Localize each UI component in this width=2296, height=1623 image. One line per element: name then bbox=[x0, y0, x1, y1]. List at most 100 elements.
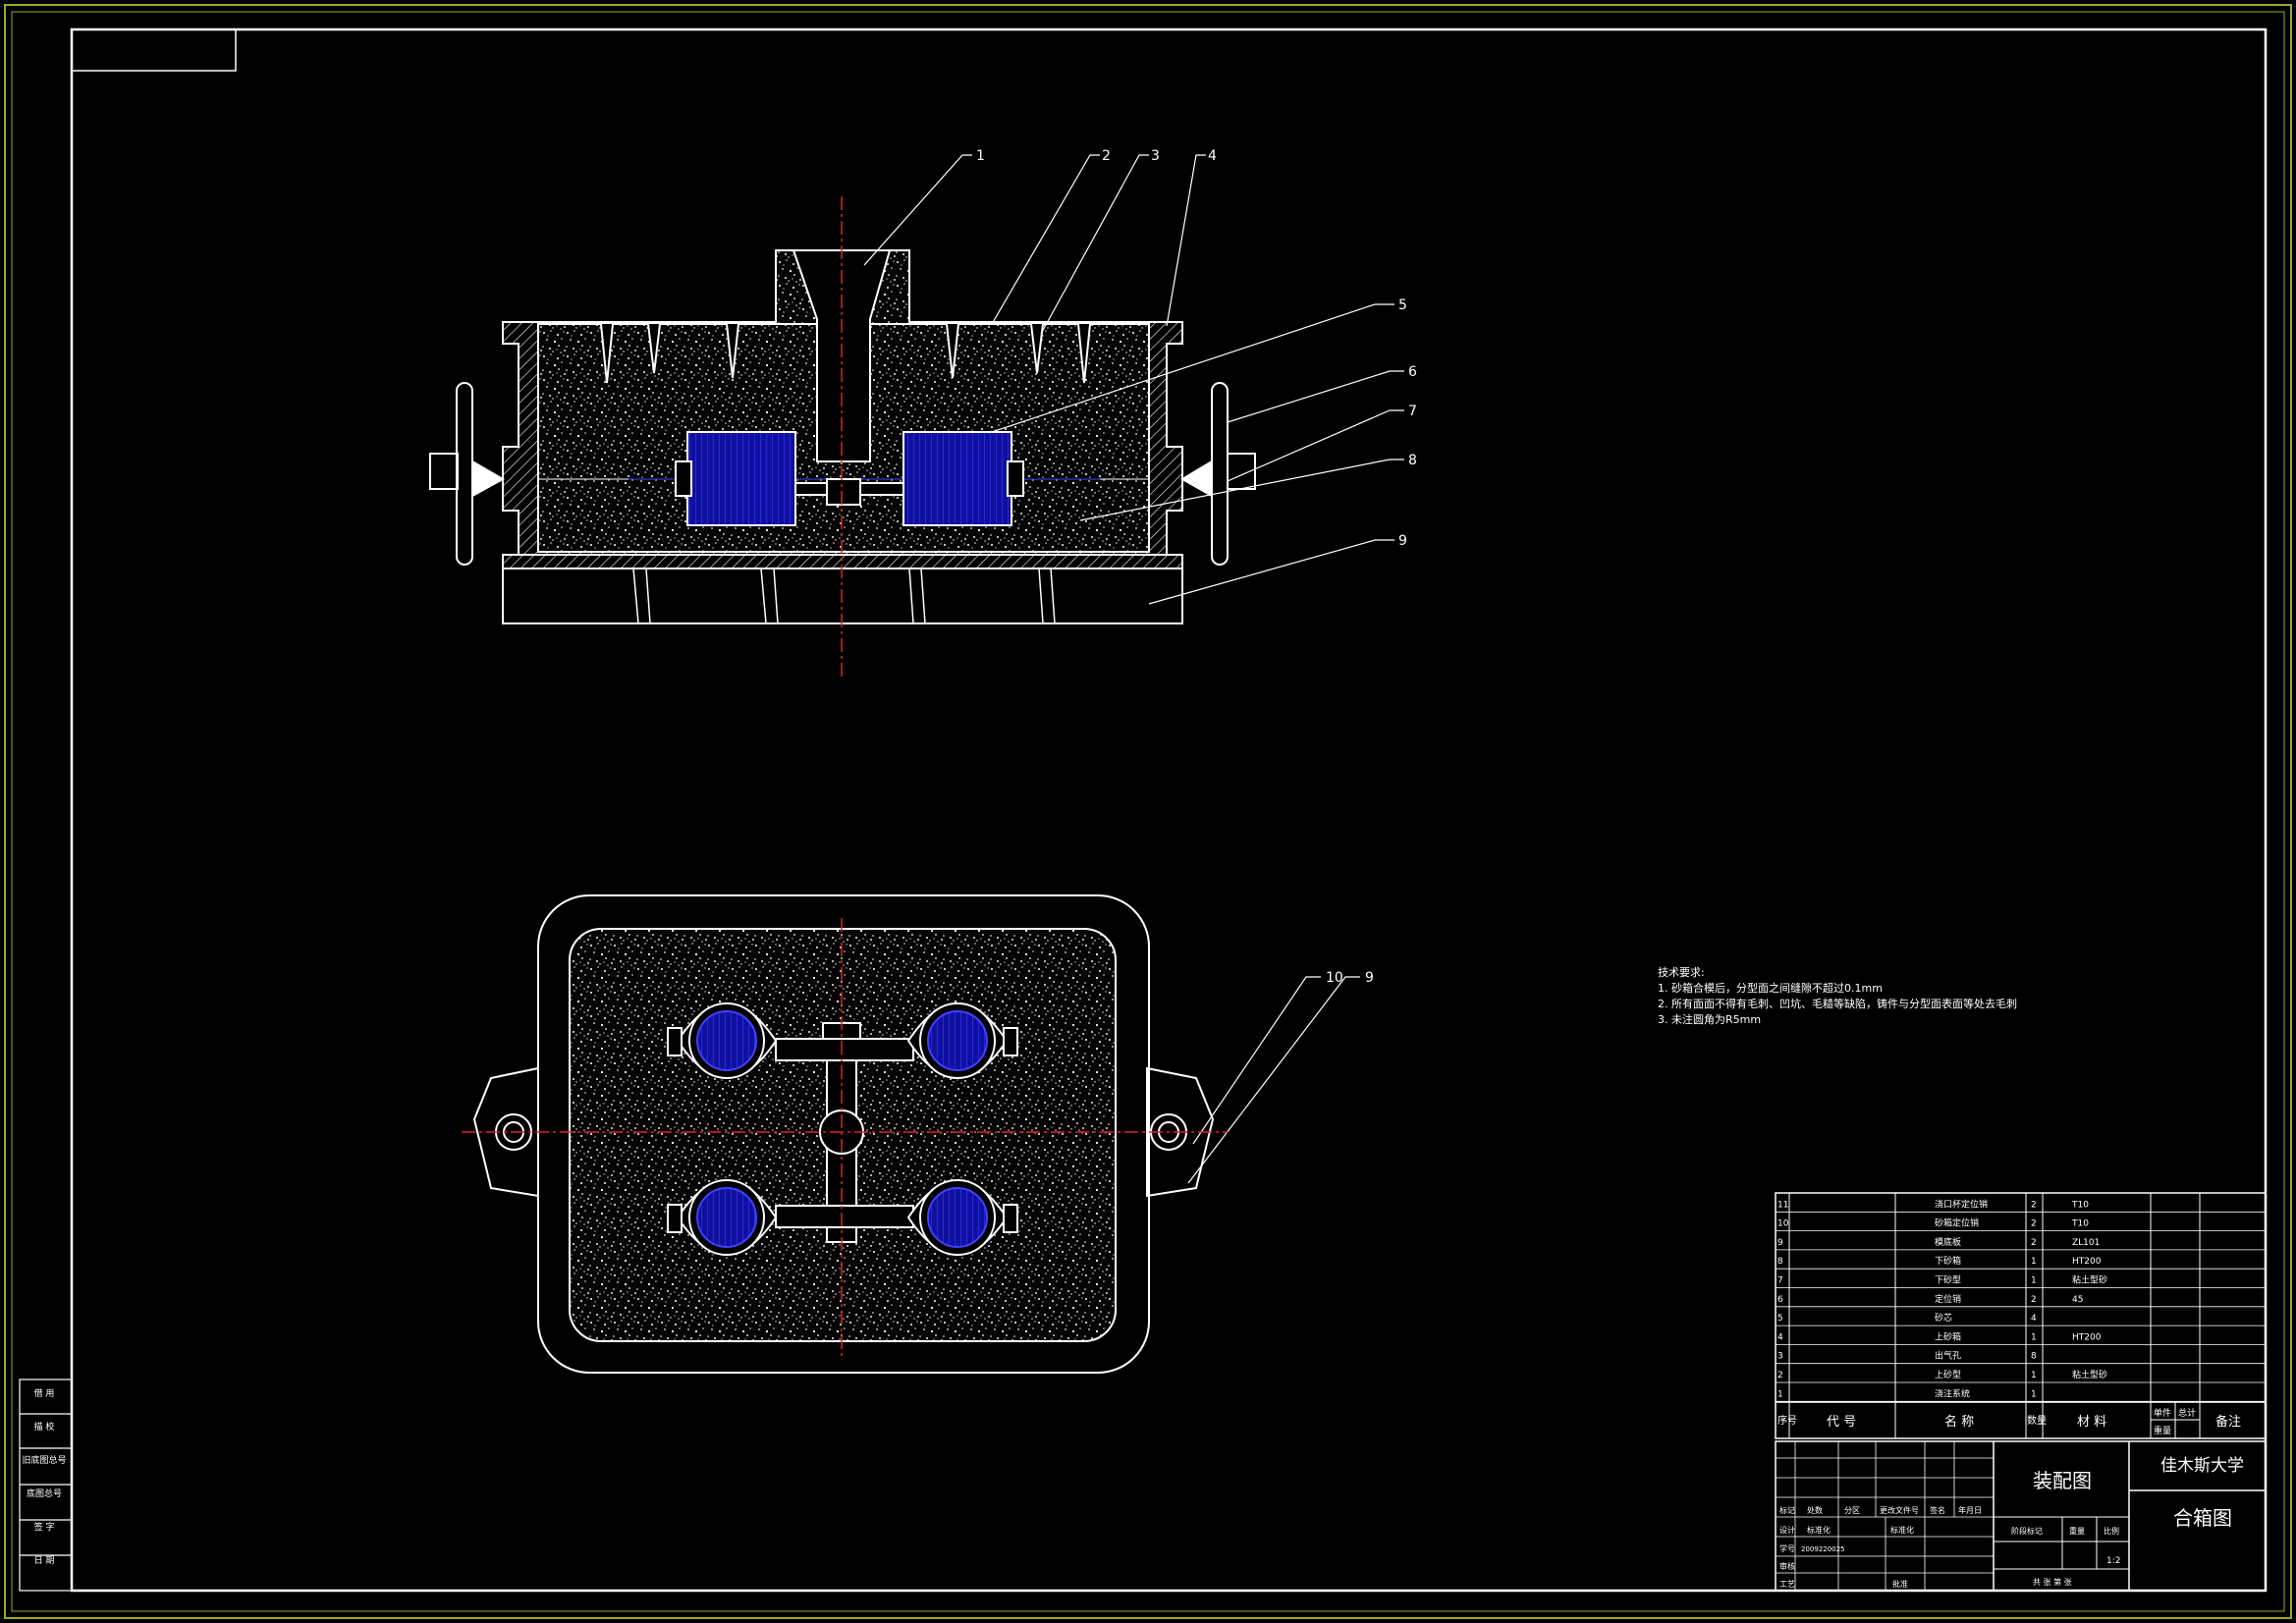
bom-cell-qty: 1 bbox=[2031, 1332, 2037, 1342]
university-name: 佳木斯大学 bbox=[2160, 1456, 2244, 1476]
side-label-2: 描 校 bbox=[33, 1423, 55, 1433]
label-design: 设计 bbox=[1779, 1525, 1795, 1535]
title-block-text: 装配图 佳木斯大学 合箱图 1:2 标记 处数 分区 更改文件号 签名 年月日 … bbox=[1779, 1456, 2244, 1589]
leader-lines-top bbox=[863, 154, 1404, 1184]
label-stage: 阶段标记 bbox=[2011, 1526, 2043, 1536]
bom-cell-material: 粘土型砂 bbox=[2072, 1369, 2107, 1380]
bom-cell-name: 出气孔 bbox=[1935, 1350, 1961, 1362]
label-zone: 分区 bbox=[1844, 1506, 1860, 1515]
bom-cell-material: T10 bbox=[2071, 1219, 2089, 1229]
bom-cell-name: 浇注系统 bbox=[1935, 1387, 1970, 1399]
section-view bbox=[429, 196, 1256, 677]
label-student-no: 学号 bbox=[1779, 1543, 1795, 1553]
callout-10: 10 bbox=[1326, 970, 1343, 986]
bom-cell-no: 11 bbox=[1777, 1200, 1788, 1210]
label-weight: 重量 bbox=[2069, 1526, 2085, 1536]
bom-cell-qty: 4 bbox=[2031, 1314, 2037, 1324]
bom-header-single: 单件 bbox=[2154, 1407, 2171, 1419]
bom-cell-no: 6 bbox=[1777, 1295, 1783, 1305]
student-no-value: 2009220025 bbox=[1801, 1545, 1845, 1553]
bom-cell-no: 3 bbox=[1777, 1352, 1783, 1362]
title-block bbox=[1775, 1440, 2267, 1592]
callout-9b: 9 bbox=[1365, 970, 1374, 986]
casting-nw bbox=[667, 1002, 778, 1079]
label-std: 标准化 bbox=[1807, 1525, 1831, 1535]
bom-cell-no: 7 bbox=[1777, 1276, 1783, 1286]
bom-header: 序号 代 号 名 称 数量 材 料 单件 总计 重量 备注 bbox=[1777, 1407, 2241, 1436]
bom-cell-name: 模底板 bbox=[1935, 1236, 1961, 1248]
bom-cell-no: 10 bbox=[1777, 1219, 1789, 1229]
bom-cell-no: 8 bbox=[1777, 1257, 1783, 1267]
note-3: 3. 未注圆角为R5mm bbox=[1658, 1013, 1762, 1026]
label-sheets: 共 张 第 张 bbox=[2033, 1577, 2072, 1587]
bom-header-weight: 重量 bbox=[2154, 1425, 2171, 1436]
bom-cell-no: 5 bbox=[1777, 1314, 1783, 1324]
bom-cell-name: 下砂型 bbox=[1935, 1274, 1961, 1286]
callout-1: 1 bbox=[976, 148, 985, 164]
bom-cell-no: 1 bbox=[1777, 1389, 1783, 1399]
label-approve: 批准 bbox=[1892, 1579, 1908, 1589]
bom-cell-name: 浇口杯定位销 bbox=[1935, 1198, 1988, 1210]
bom-cell-qty: 2 bbox=[2031, 1200, 2037, 1210]
bom-cell-no: 4 bbox=[1777, 1332, 1783, 1342]
bom-cell-name: 砂箱定位销 bbox=[1935, 1217, 1979, 1229]
bom-row-lines bbox=[1776, 1211, 2266, 1402]
bom-cell-name: 砂芯 bbox=[1935, 1312, 1952, 1324]
bom-cell-material: 45 bbox=[2072, 1295, 2083, 1305]
casting-ne bbox=[906, 1002, 1018, 1079]
plan-view bbox=[462, 894, 1228, 1374]
bom-header-remark: 备注 bbox=[2215, 1414, 2241, 1430]
sheet-frame bbox=[4, 4, 2292, 1619]
bom-cell-name: 上砂箱 bbox=[1935, 1330, 1961, 1342]
side-label-1: 借 用 bbox=[33, 1389, 55, 1399]
callout-3: 3 bbox=[1151, 148, 1160, 164]
label-sign: 签名 bbox=[1930, 1505, 1945, 1515]
bom-cell-qty: 1 bbox=[2031, 1257, 2037, 1267]
bom-cell-qty: 2 bbox=[2031, 1219, 2037, 1229]
bom-header-material: 材 料 bbox=[2077, 1415, 2106, 1430]
bom-cell-qty: 2 bbox=[2031, 1238, 2037, 1248]
bom-cell-name: 下砂箱 bbox=[1935, 1255, 1961, 1267]
label-date: 年月日 bbox=[1958, 1505, 1982, 1515]
note-1: 1. 砂箱合模后，分型面之间缝隙不超过0.1mm bbox=[1658, 982, 1883, 995]
callout-5: 5 bbox=[1398, 298, 1407, 313]
callout-7: 7 bbox=[1408, 404, 1417, 419]
notes-heading: 技术要求: bbox=[1658, 966, 1705, 979]
callout-numbers: 1 2 3 4 5 6 7 8 9 10 9 bbox=[976, 148, 1417, 986]
bom-cell-material: HT200 bbox=[2072, 1257, 2102, 1267]
casting-sw bbox=[667, 1179, 778, 1256]
callout-9: 9 bbox=[1398, 533, 1407, 549]
part-name: 合箱图 bbox=[2173, 1506, 2232, 1530]
bom-header-total: 总计 bbox=[2178, 1407, 2196, 1419]
scale-value: 1:2 bbox=[2106, 1556, 2120, 1566]
technical-notes: 技术要求: 1. 砂箱合模后，分型面之间缝隙不超过0.1mm 2. 所有面面不得… bbox=[1658, 965, 2017, 1028]
bom-cell-qty: 8 bbox=[2031, 1352, 2037, 1362]
callout-6: 6 bbox=[1408, 364, 1417, 380]
label-mark: 标记 bbox=[1779, 1505, 1795, 1515]
bom-header-no: 序号 bbox=[1777, 1414, 1797, 1427]
label-std2: 标准化 bbox=[1890, 1525, 1914, 1535]
bom-header-name: 名 称 bbox=[1944, 1414, 1974, 1430]
label-process: 工艺 bbox=[1779, 1580, 1795, 1589]
side-label-5: 签 字 bbox=[33, 1523, 55, 1533]
callout-4: 4 bbox=[1208, 148, 1217, 164]
bom-cell-qty: 1 bbox=[2031, 1371, 2037, 1380]
label-scale: 比例 bbox=[2104, 1526, 2119, 1536]
label-check: 审核 bbox=[1779, 1561, 1795, 1571]
callout-8: 8 bbox=[1408, 453, 1417, 468]
label-count: 处数 bbox=[1807, 1505, 1823, 1515]
bom-cell-material: 粘土型砂 bbox=[2072, 1274, 2107, 1286]
casting-se bbox=[906, 1179, 1018, 1256]
bom-header-code: 代 号 bbox=[1827, 1415, 1856, 1430]
bom-table bbox=[1775, 1192, 2267, 1439]
bom-cell-material: ZL101 bbox=[2072, 1238, 2100, 1248]
bom-cell-material: HT200 bbox=[2072, 1332, 2102, 1342]
bom-cell-qty: 2 bbox=[2031, 1295, 2037, 1305]
bom-cell-qty: 1 bbox=[2031, 1389, 2037, 1399]
bom-cell-no: 2 bbox=[1777, 1371, 1783, 1380]
side-label-3: 旧底图总号 bbox=[22, 1456, 67, 1466]
side-labels: 借 用 描 校 旧底图总号 底图总号 签 字 日 期 bbox=[20, 1380, 69, 1580]
bom-cell-qty: 1 bbox=[2031, 1276, 2037, 1286]
side-label-6: 日 期 bbox=[33, 1556, 55, 1566]
